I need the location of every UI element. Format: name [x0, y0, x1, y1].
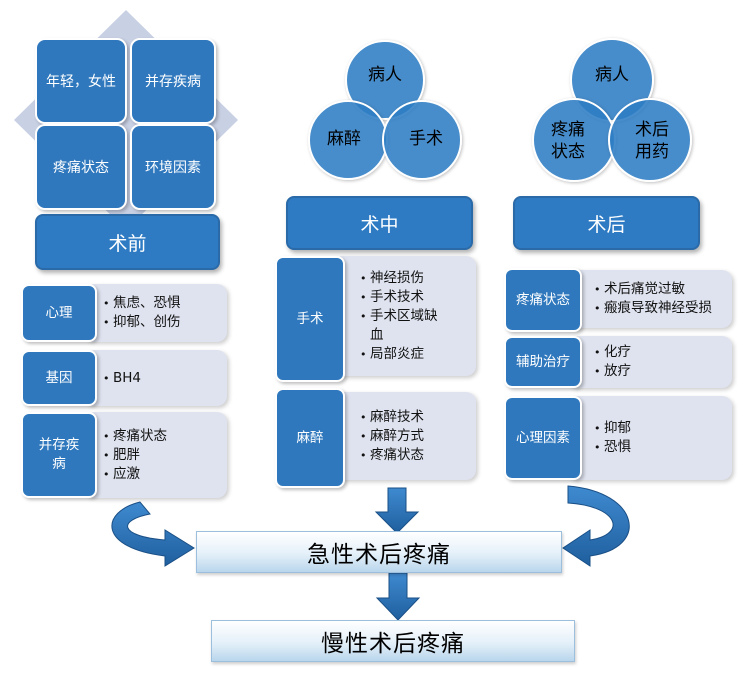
preop-detail-gene: BH4	[85, 350, 227, 406]
list-item: 焦虑、恐惧	[103, 294, 219, 313]
postop-detail-psychology: 抑郁 恐惧	[568, 396, 732, 480]
list-item: 疼痛状态	[360, 446, 468, 465]
postop-detail-pain-state: 术后痛觉过敏 瘢痕导致神经受损	[568, 270, 732, 328]
list-item: 瘢痕导致神经受损	[594, 299, 716, 318]
preop-label-text: 并存疾病	[38, 437, 80, 472]
postop-header: 术后	[513, 196, 700, 250]
preop-detail-comorbidity: 疼痛状态 肥胖 应激	[85, 412, 227, 498]
list-item: 抑郁	[594, 419, 724, 438]
preop-tile-label: 疼痛状态	[53, 160, 109, 176]
intraop-venn-anesthesia-label: 麻醉	[327, 129, 361, 149]
acute-to-chronic-arrow	[375, 572, 421, 621]
list-item: 放疗	[594, 362, 724, 381]
intraop-label-anesthesia: 麻醉	[275, 388, 345, 488]
intraop-detail-anesthesia: 麻醉技术 麻醉方式 疼痛状态	[332, 392, 476, 480]
list-item: 手术技术	[360, 288, 468, 307]
list-item: 术后痛觉过敏	[594, 280, 724, 299]
list-item: 抑郁、创伤	[103, 313, 219, 332]
postop-label-psychology: 心理因素	[504, 396, 582, 480]
preop-tile-environment: 环境因素	[130, 124, 216, 210]
preop-tile-label: 并存疾病	[145, 74, 201, 90]
preop-tile-comorbidity: 并存疾病	[130, 38, 216, 124]
list-item: 恐惧	[594, 438, 724, 457]
postop-detail-adjuvant: 化疗 放疗	[568, 336, 732, 388]
preop-tile-age-gender: 年轻，女性	[35, 38, 127, 124]
postop-label-pain-state: 疼痛状态	[504, 268, 582, 332]
list-item: 疼痛状态	[103, 427, 219, 446]
list-item: 局部炎症	[360, 345, 468, 364]
list-item: 神经损伤	[360, 269, 468, 288]
postop-venn-medication	[608, 98, 692, 182]
intraop-venn-anesthesia	[308, 100, 388, 180]
list-item: 麻醉技术	[360, 408, 468, 427]
preop-label-psychology: 心理	[21, 284, 97, 342]
preop-tile-label: 环境因素	[145, 160, 201, 176]
preop-label-comorbidity: 并存疾病	[21, 412, 97, 498]
list-item: 手术区域缺血	[360, 307, 438, 345]
intraop-header: 术中	[286, 196, 473, 250]
list-item: BH4	[103, 369, 219, 388]
list-item: 麻醉方式	[360, 427, 468, 446]
postop-venn-pain-state-label: 疼痛状态	[551, 120, 585, 162]
intraop-venn-surgery-label: 手术	[409, 129, 443, 149]
intraop-venn-surgery	[382, 100, 462, 180]
list-item: 化疗	[594, 343, 724, 362]
chronic-pain-banner: 慢性术后疼痛	[211, 620, 575, 662]
right-curved-arrow	[562, 485, 630, 567]
list-item: 应激	[103, 465, 219, 484]
postop-venn-medication-label: 术后用药	[635, 120, 669, 162]
postop-label-adjuvant: 辅助治疗	[504, 336, 582, 388]
preop-tile-label: 年轻，女性	[46, 74, 116, 90]
preop-header: 术前	[35, 214, 220, 270]
postop-venn-patient-label: 病人	[595, 65, 629, 85]
preop-tile-pain-state: 疼痛状态	[35, 124, 127, 210]
left-curved-arrow	[111, 501, 195, 567]
preop-detail-psychology: 焦虑、恐惧 抑郁、创伤	[85, 284, 227, 342]
preop-label-gene: 基因	[21, 350, 97, 406]
intraop-venn-patient-label: 病人	[368, 65, 402, 85]
middle-down-arrow	[374, 487, 420, 534]
intraop-label-surgery: 手术	[275, 256, 345, 382]
intraop-detail-surgery: 神经损伤 手术技术 手术区域缺血 局部炎症	[332, 256, 476, 376]
list-item: 肥胖	[103, 446, 219, 465]
acute-pain-banner: 急性术后疼痛	[196, 531, 562, 573]
